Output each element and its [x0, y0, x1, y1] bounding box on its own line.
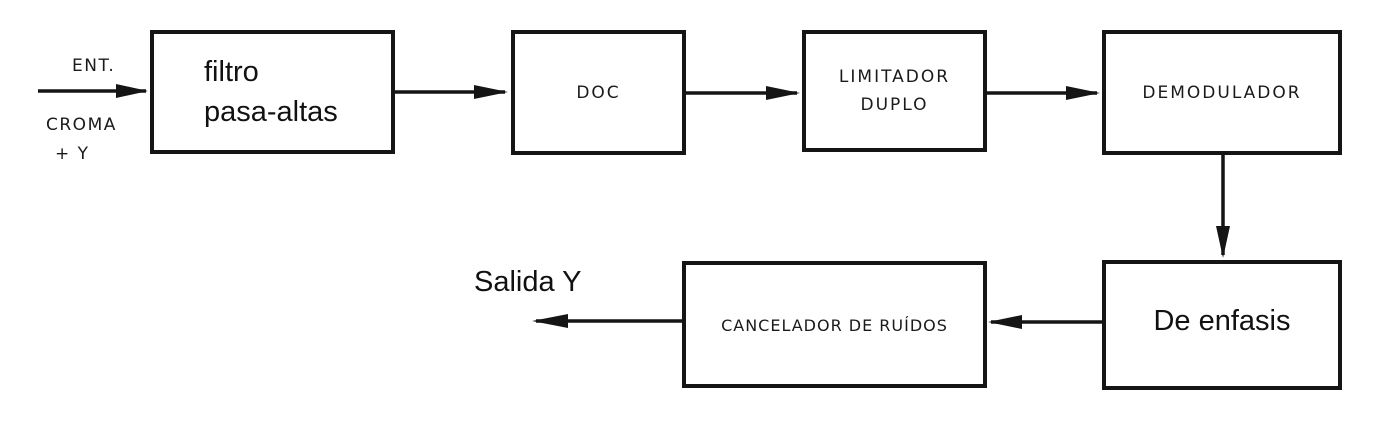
input-label-plus-y: + Y [55, 144, 90, 164]
arrowhead-demodulador-deenfasis [1216, 226, 1230, 258]
doc-block: DOC [511, 30, 686, 155]
input-label-croma: CROMA [46, 115, 117, 135]
limitador-duplo-block: LIMITADOR DUPLO [802, 30, 987, 152]
arrowhead-input [116, 84, 148, 98]
de-enfasis-label: De enfasis [1153, 304, 1291, 337]
filtro-pasa-altas-block: filtro pasa-altas [150, 30, 395, 154]
doc-label: DOC [576, 82, 621, 103]
arrowhead-limitador-demodulador [1066, 86, 1100, 100]
limitador-label-line1: LIMITADOR [838, 67, 951, 87]
arrowhead-filtro-doc [474, 85, 508, 99]
input-label-ent: ENT. [72, 56, 116, 76]
arrowhead-deenfasis-cancelador [988, 315, 1022, 329]
demodulador-block: DEMODULADOR [1102, 30, 1342, 155]
de-enfasis-block: De enfasis [1102, 260, 1342, 390]
filtro-label-line1: filtro [204, 56, 259, 88]
cancelador-de-ruidos-block: CANCELADOR DE RUÍDOS [682, 261, 987, 388]
cancelador-label: CANCELADOR DE RUÍDOS [721, 315, 948, 335]
demodulador-label: DEMODULADOR [1142, 82, 1302, 103]
arrowhead-doc-limitador [766, 86, 800, 100]
arrowhead-output [532, 314, 568, 328]
filtro-label-line2: pasa-altas [204, 96, 338, 128]
limitador-label-line2: DUPLO [860, 95, 929, 115]
output-label-salida-y: Salida Y [474, 266, 582, 298]
